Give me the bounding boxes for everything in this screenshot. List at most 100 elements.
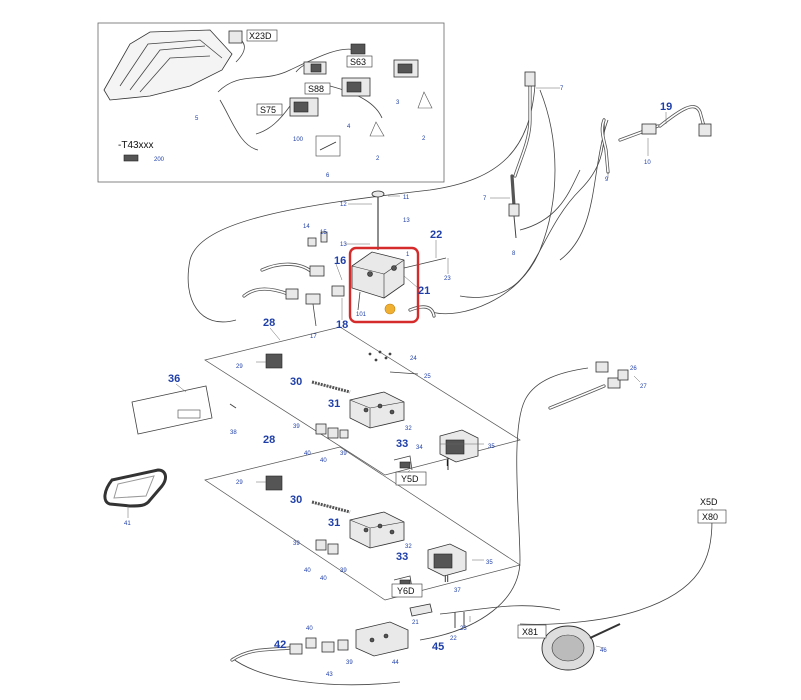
callout-11: 11: [403, 195, 410, 201]
s63-switch: [350, 43, 366, 55]
tag-x5d: X5D: [700, 497, 718, 507]
hose-fitting-7: [524, 71, 536, 87]
callout-inset-6: 6: [326, 173, 330, 179]
callout-33: 33: [396, 438, 408, 450]
callout-37: 37: [454, 588, 461, 594]
callout-21: 21: [418, 285, 430, 297]
callout-40e: 40: [306, 626, 313, 632]
callout-7b: 7: [483, 196, 487, 202]
tag-roman-2: II: [444, 574, 449, 584]
callout-28: 28: [263, 317, 275, 329]
callout-9: 9: [605, 177, 609, 183]
callout-46: 46: [600, 648, 607, 654]
tag-roman-1: I: [446, 458, 449, 468]
callout-30: 30: [290, 376, 302, 388]
callout-inset-4: 4: [347, 124, 351, 130]
label-x23d: X23D: [249, 31, 272, 41]
callout-8: 8: [512, 251, 516, 257]
callout-12: 12: [340, 202, 347, 208]
callout-19: 19: [660, 101, 672, 113]
callout-45: 45: [432, 641, 444, 653]
label-s75: S75: [260, 105, 276, 115]
callout-14: 14: [303, 224, 310, 230]
callout-27: 27: [640, 384, 647, 390]
tag-x80: X80: [702, 512, 718, 522]
callout-21b: 21: [412, 620, 419, 626]
callout-29b: 29: [236, 480, 243, 486]
callout-101: 101: [356, 312, 367, 318]
callout-39c: 39: [293, 541, 300, 547]
callout-16: 16: [334, 255, 346, 267]
handle-41: [103, 468, 167, 508]
callout-41: 41: [124, 521, 131, 527]
callout-42: 42: [274, 639, 286, 651]
bolt-11: [371, 190, 385, 198]
callout-34: 34: [416, 445, 423, 451]
callout-23b: 23: [460, 626, 467, 632]
callout-26: 26: [630, 366, 637, 372]
callout-18: 18: [336, 319, 348, 331]
valve-block-21: [351, 251, 405, 299]
callout-39b: 39: [340, 451, 347, 457]
callout-39d: 39: [340, 568, 347, 574]
inset-panel: X23D S63 S88 S75 -T43xxx 5 3 4 2 2 6 100…: [97, 22, 445, 183]
callout-13: 13: [403, 218, 410, 224]
callout-13b: 13: [340, 242, 347, 248]
callout-33b: 33: [396, 551, 408, 563]
label-s63: S63: [350, 57, 366, 67]
callout-inset-100: 100: [293, 137, 304, 143]
callout-7: 7: [560, 86, 564, 92]
highlight-badge: [384, 303, 396, 315]
cover-29b: [265, 475, 283, 491]
valve-assembly-2: [204, 446, 521, 601]
callout-38: 38: [230, 430, 237, 436]
warning-icon-2: [369, 121, 385, 137]
callout-32b: 32: [405, 544, 412, 550]
valve-block-44: [355, 621, 409, 657]
callout-35: 35: [488, 444, 495, 450]
callout-40b: 40: [320, 458, 327, 464]
tag-y6d: Y6D: [397, 586, 415, 596]
callout-35b: 35: [486, 560, 493, 566]
callout-17: 17: [310, 334, 317, 340]
hose-fitting-10: [641, 123, 657, 135]
callout-22: 22: [430, 229, 442, 241]
callout-40: 40: [304, 451, 311, 457]
callout-43: 43: [326, 672, 333, 678]
bracket-21b: [409, 603, 433, 617]
callout-40d: 40: [320, 576, 327, 582]
callout-inset-3: 3: [396, 100, 400, 106]
plate-36: [131, 385, 237, 435]
warning-icon: [417, 91, 433, 109]
harness-lines: [187, 84, 713, 686]
callout-15: 15: [320, 230, 327, 236]
callout-inset-200: 200: [154, 157, 165, 163]
callout-36: 36: [168, 373, 180, 385]
callout-40c: 40: [304, 568, 311, 574]
cover-29: [265, 353, 283, 369]
control-valve-31b: [349, 511, 405, 549]
callout-31: 31: [328, 398, 340, 410]
callout-inset-2b: 2: [376, 156, 380, 162]
inset-title: -T43xxx: [118, 140, 154, 151]
bottom-parts: [230, 361, 629, 671]
callout-23: 23: [444, 276, 451, 282]
callout-inset-2a: 2: [422, 136, 426, 142]
callout-numbers: 7 19 10 9 7 8 11 12 13 14 15 13 1 22 23 …: [124, 86, 672, 678]
highlight-box: [348, 246, 420, 324]
elbow-17: [305, 293, 321, 305]
callout-22b: 22: [450, 636, 457, 642]
callout-25: 25: [424, 374, 431, 380]
callout-10: 10: [644, 160, 651, 166]
leader-lines: [127, 87, 713, 649]
callout-1: 1: [406, 252, 410, 258]
callout-24: 24: [410, 356, 417, 362]
callout-32: 32: [405, 426, 412, 432]
callout-44: 44: [392, 660, 399, 666]
label-s88: S88: [308, 84, 324, 94]
callout-28b: 28: [263, 434, 275, 446]
valve-assembly-1: [204, 326, 521, 476]
hose-assembly-top: [508, 71, 712, 239]
callout-inset-5: 5: [195, 116, 199, 122]
